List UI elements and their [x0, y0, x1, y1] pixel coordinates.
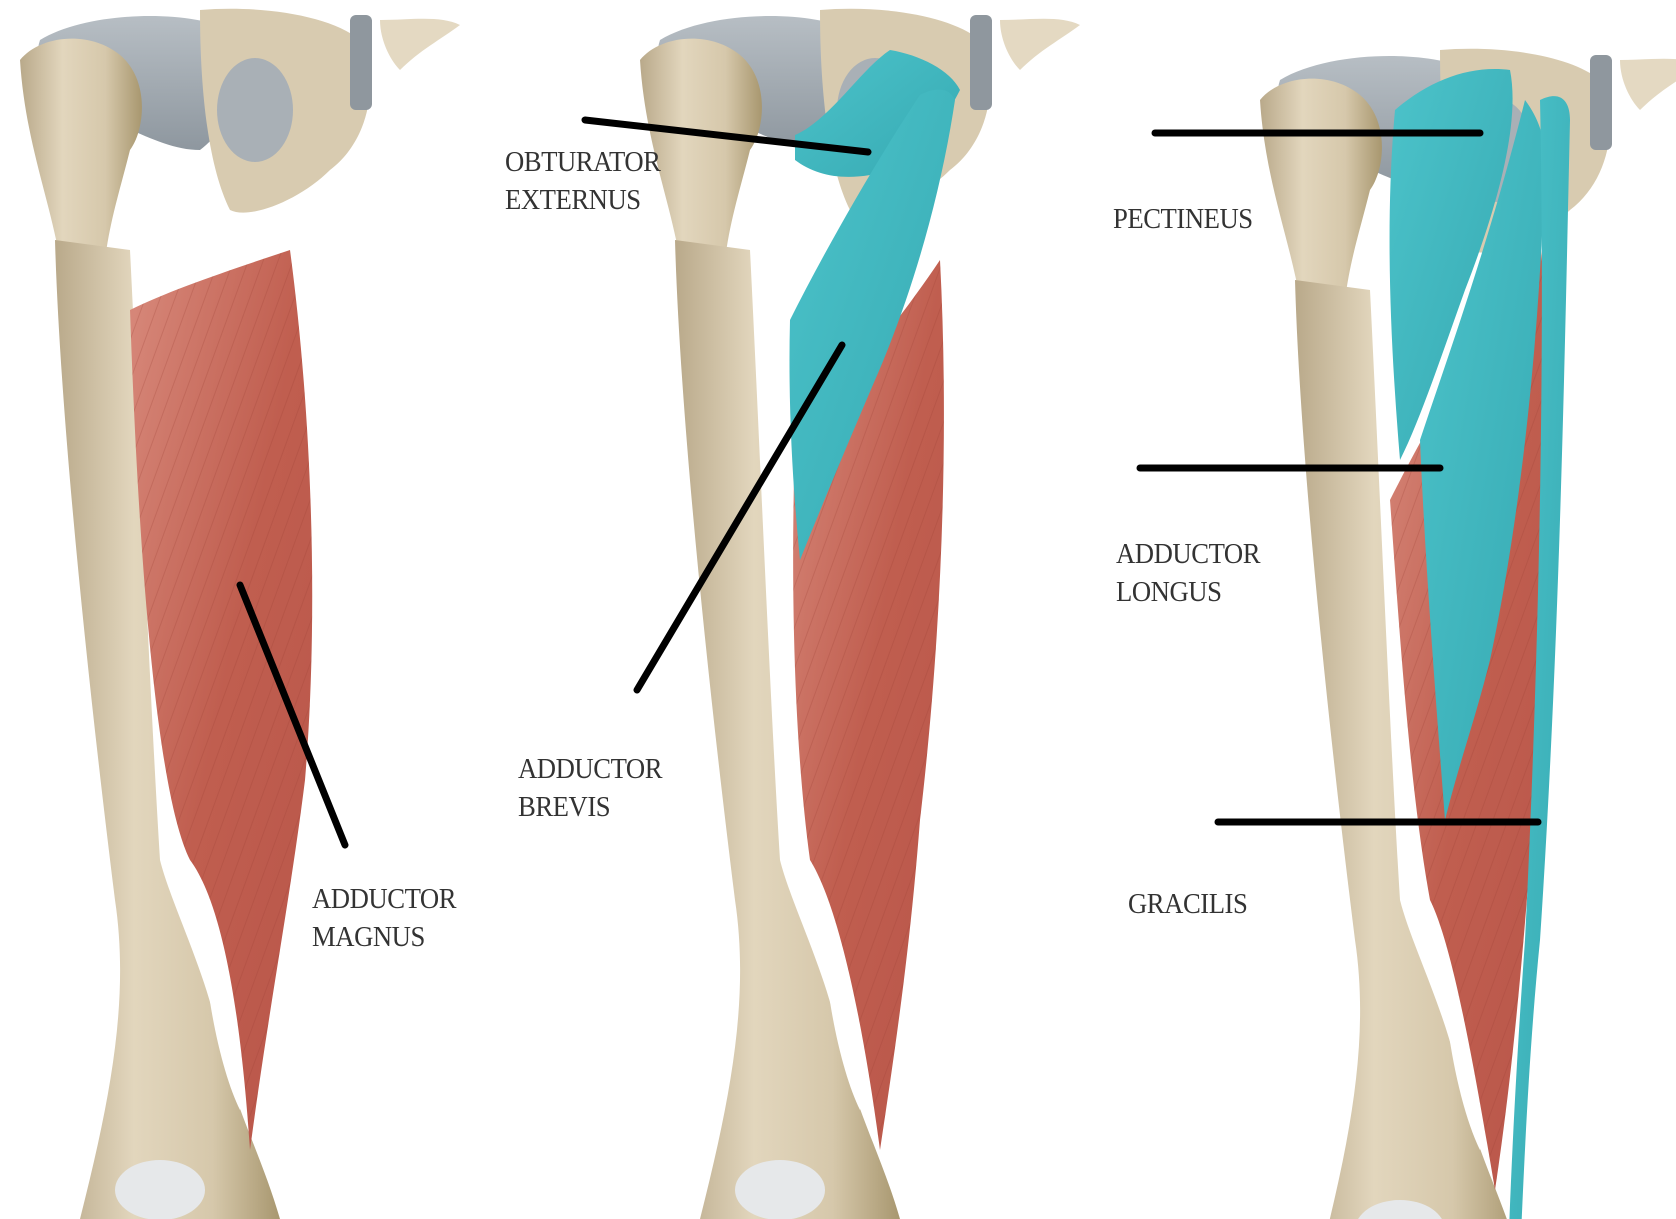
label-pectineus: PECTINEUS [1113, 200, 1253, 238]
left-panel [20, 9, 460, 1219]
label-line: EXTERNUS [505, 181, 660, 219]
label-adductor-longus: ADDUCTOR LONGUS [1116, 535, 1260, 611]
label-line: ADDUCTOR [1116, 535, 1260, 573]
label-line: OBTURATOR [505, 143, 660, 181]
label-line: PECTINEUS [1113, 200, 1253, 238]
label-gracilis: GRACILIS [1128, 885, 1247, 923]
label-line: LONGUS [1116, 573, 1260, 611]
label-line: BREVIS [518, 788, 662, 826]
label-line: ADDUCTOR [518, 750, 662, 788]
label-line: GRACILIS [1128, 885, 1247, 923]
label-line: MAGNUS [312, 918, 456, 956]
label-adductor-magnus: ADDUCTOR MAGNUS [312, 880, 456, 956]
label-line: ADDUCTOR [312, 880, 456, 918]
label-obturator-externus: OBTURATOR EXTERNUS [505, 143, 660, 219]
label-adductor-brevis: ADDUCTOR BREVIS [518, 750, 662, 826]
